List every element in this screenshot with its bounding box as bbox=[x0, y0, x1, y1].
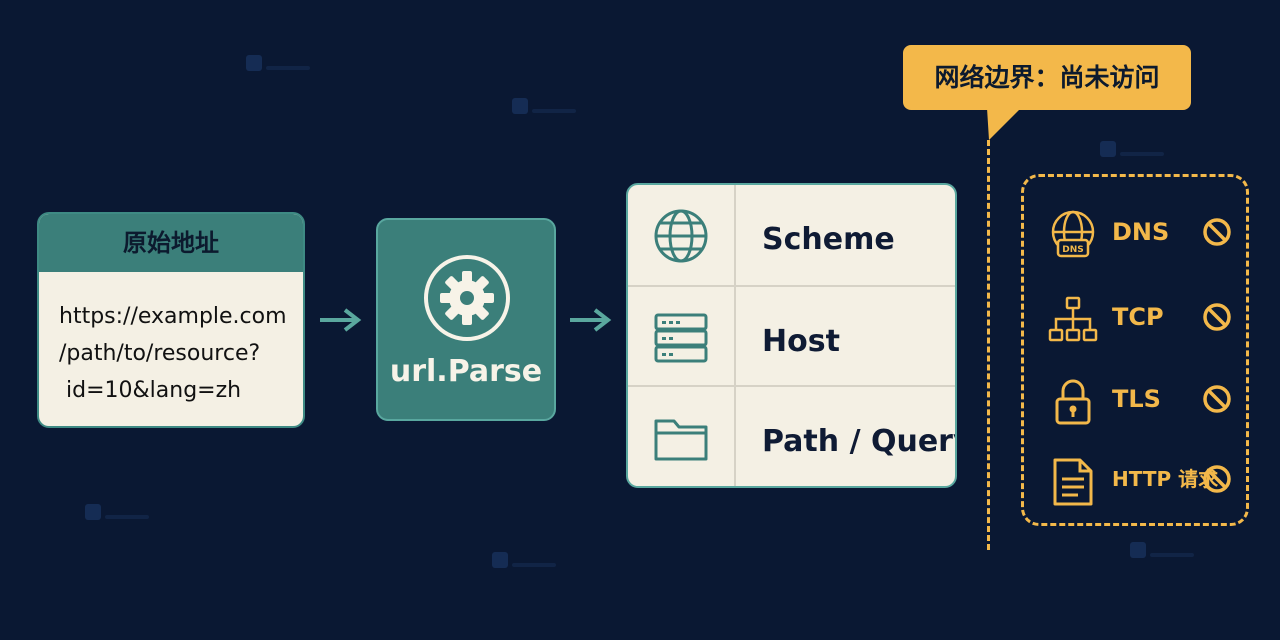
blocked-item-label: TCP bbox=[1112, 303, 1164, 331]
arrow-right-icon bbox=[570, 308, 612, 332]
dns-globe-icon: DNS bbox=[1051, 210, 1095, 258]
watermark-mark bbox=[266, 66, 310, 70]
blocked-icon bbox=[1203, 385, 1231, 413]
watermark-mark bbox=[492, 552, 508, 568]
source-url-title: 原始地址 bbox=[39, 214, 303, 272]
field-row-host: Host bbox=[628, 285, 955, 387]
field-row-scheme: Scheme bbox=[628, 185, 955, 285]
source-url-card: 原始地址 https://example.com /path/to/resour… bbox=[37, 212, 305, 428]
source-url-line: id=10&lang=zh bbox=[59, 378, 242, 403]
arrow-right-icon bbox=[320, 308, 362, 332]
watermark-mark bbox=[512, 563, 556, 567]
lock-icon bbox=[1055, 379, 1091, 425]
blocked-item-label: HTTP 请求 bbox=[1112, 467, 1219, 491]
blocked-item-tcp: TCP bbox=[1024, 283, 1252, 353]
gear-icon bbox=[422, 253, 512, 343]
watermark-mark bbox=[1120, 152, 1164, 156]
blocked-item-http-request: HTTP 请求 bbox=[1024, 445, 1252, 515]
blocked-icon bbox=[1203, 303, 1231, 331]
globe-icon bbox=[628, 185, 736, 285]
watermark-mark bbox=[1150, 553, 1194, 557]
watermark-mark bbox=[105, 515, 149, 519]
source-url-line: https://example.com bbox=[59, 304, 287, 329]
field-label: Host bbox=[762, 324, 840, 359]
source-url-line: /path/to/resource? bbox=[59, 341, 261, 366]
blocked-item-tls: TLS bbox=[1024, 365, 1252, 435]
watermark-mark bbox=[512, 98, 528, 114]
blocked-item-dns: DNS DNS bbox=[1024, 198, 1252, 268]
svg-text:DNS: DNS bbox=[1062, 245, 1084, 255]
network-boundary-label: 网络边界：尚未访问 bbox=[934, 63, 1160, 92]
network-tree-icon bbox=[1048, 296, 1098, 342]
network-boundary-line bbox=[987, 140, 990, 550]
field-label: Scheme bbox=[762, 222, 895, 257]
watermark-mark bbox=[532, 109, 576, 113]
watermark-mark bbox=[246, 55, 262, 71]
watermark-mark bbox=[1100, 141, 1116, 157]
callout-tail bbox=[987, 108, 1021, 140]
watermark-mark bbox=[1130, 542, 1146, 558]
document-icon bbox=[1053, 458, 1093, 506]
watermark-mark bbox=[85, 504, 101, 520]
network-boundary-callout: 网络边界：尚未访问 bbox=[903, 45, 1191, 110]
blocked-icon bbox=[1203, 218, 1231, 246]
folder-icon bbox=[628, 387, 736, 486]
field-row-path-query: Path / Query bbox=[628, 385, 957, 486]
blocked-network-steps: DNS DNS TCP bbox=[1021, 174, 1249, 526]
parsed-fields-table: Scheme Host bbox=[626, 183, 957, 488]
field-label: Path / Query bbox=[762, 424, 957, 459]
blocked-item-label: DNS bbox=[1112, 218, 1170, 246]
url-parse-node: url.Parse bbox=[376, 218, 556, 421]
blocked-item-label: TLS bbox=[1112, 385, 1161, 413]
source-url-text: https://example.com /path/to/resource? i… bbox=[39, 272, 303, 409]
server-icon bbox=[628, 287, 736, 387]
blocked-icon bbox=[1203, 465, 1231, 493]
url-parse-label: url.Parse bbox=[389, 354, 543, 389]
